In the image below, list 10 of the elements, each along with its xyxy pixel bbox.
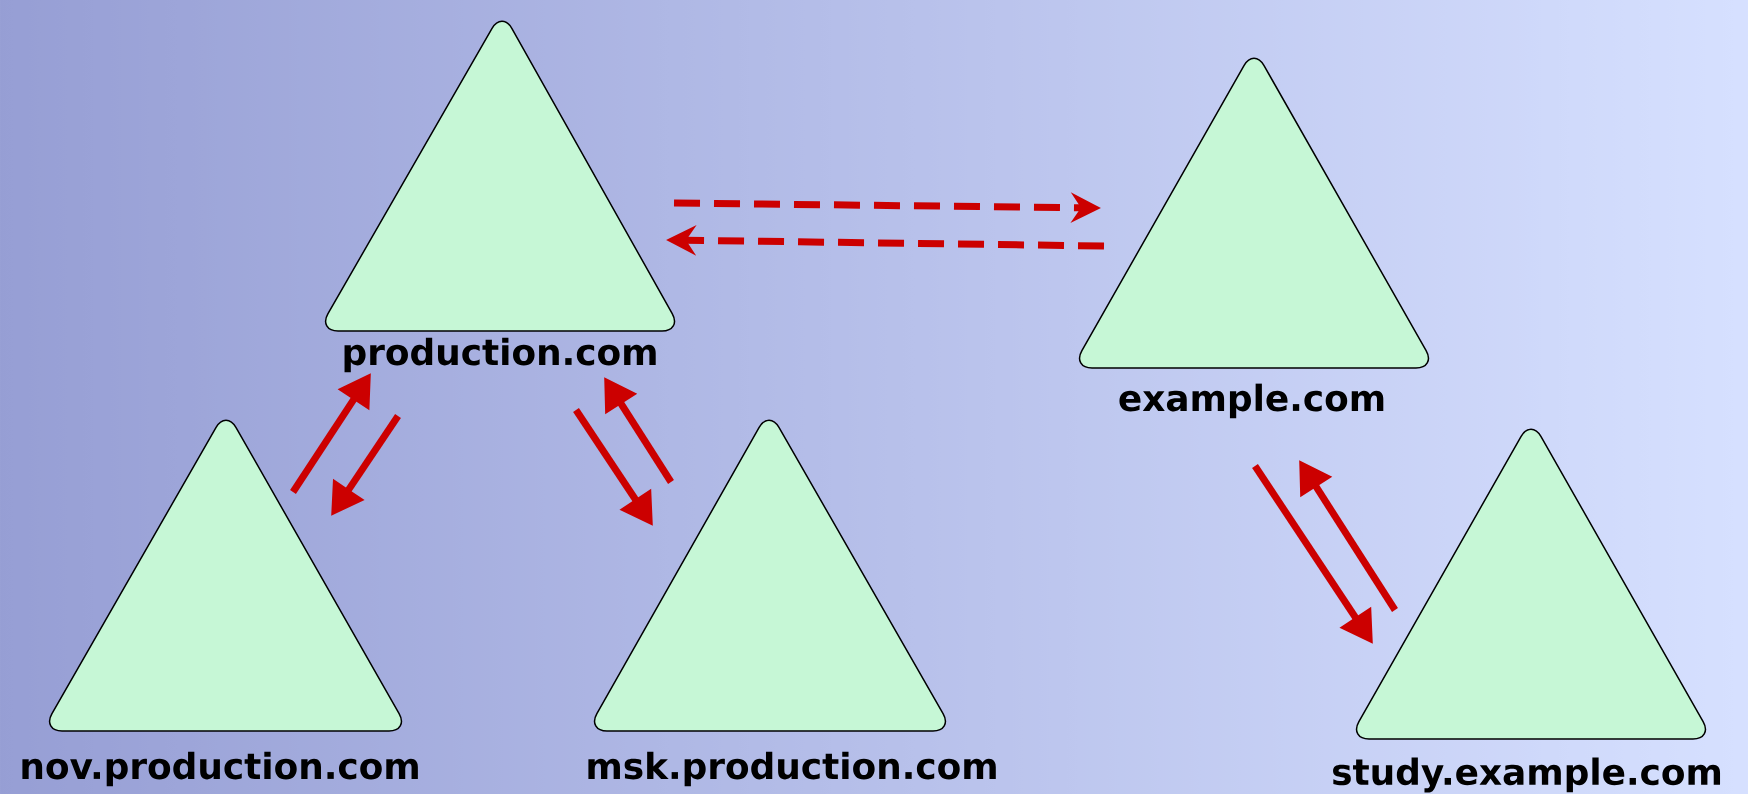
triangle-node: production.com [324,20,676,373]
triangle-node: example.com [1078,57,1430,419]
triangle-node: msk.production.com [588,419,996,787]
triangle-node: nov.production.com [22,419,418,787]
node-label: production.com [344,337,656,373]
node-label: nov.production.com [22,751,418,787]
node-label: study.example.com [1333,757,1721,793]
node-label: msk.production.com [588,751,996,787]
node-label: example.com [1119,383,1384,419]
triangle-node: study.example.com [1333,428,1721,793]
